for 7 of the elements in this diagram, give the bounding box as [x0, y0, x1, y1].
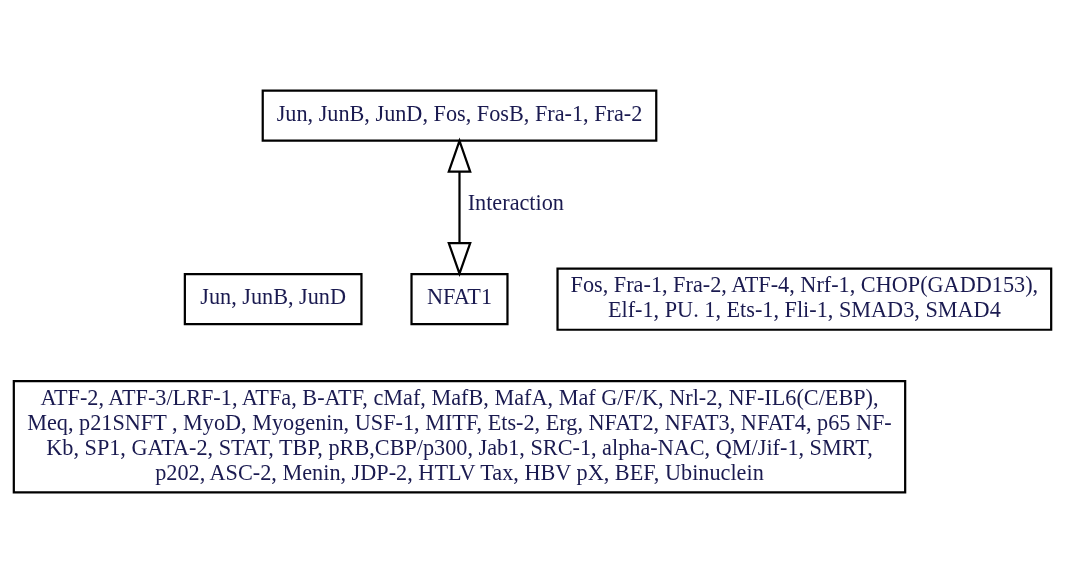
node-box: Jun, JunB, JunD [183, 273, 363, 326]
node-box: Jun, JunB, JunD, Fos, FosB, Fra-1, Fra-2 [261, 89, 658, 142]
node-box: NFAT1 [410, 273, 509, 326]
edge-label: Interaction [467, 189, 564, 215]
node-box: ATF-2, ATF-3/LRF-1, ATFa, B-ATF, cMaf, MafB, MafA, Maf G/F/K, Nrl-2, NF-IL6(C/EBP), Meq, p21SNFT , MyoD, Myogenin, USF-1, MITF, Ets-2, Erg, NFAT2, NFAT3, NFAT4, p65 NF-Kb, SP1, GATA-2, STAT, TBP, pRB,CBP/p300, Jab1, SRC-1, alpha-NAC, QM/Jif-1, SMRT, p202, ASC-2, Menin, JDP-2, HTLV Tax, HBV pX, BEF, Ubinuclein [12, 380, 907, 494]
arrow [447, 137, 472, 278]
node-box: Fos, Fra-1, Fra-2, ATF-4, Nrf-1, CHOP(GADD153), Elf-1, PU. 1, Ets-1, Fli-1, SMAD3, SMAD4 [556, 267, 1053, 331]
